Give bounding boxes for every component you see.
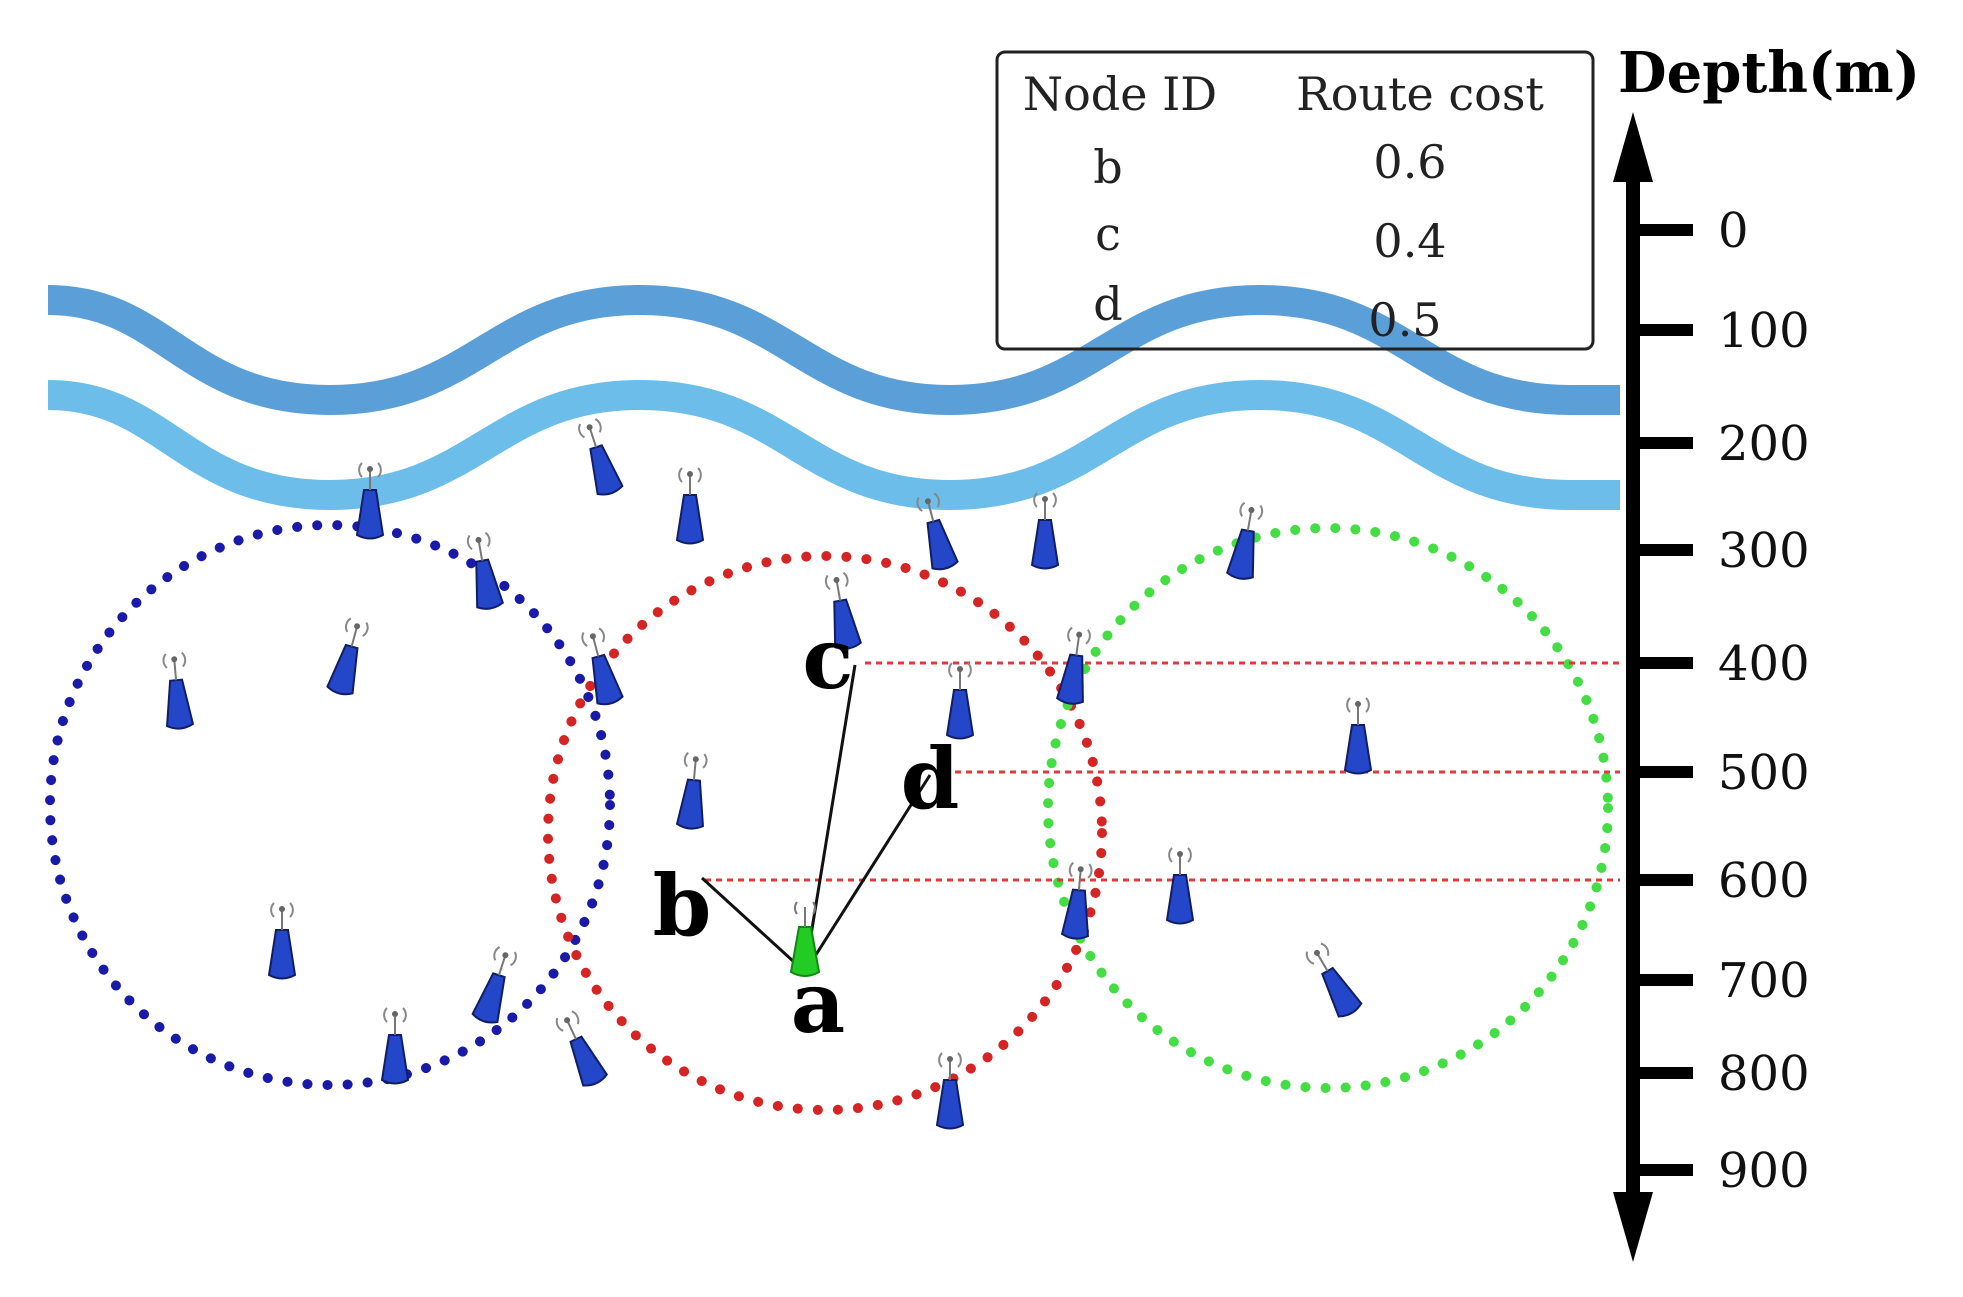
depth-tick-label: 100 xyxy=(1718,303,1810,359)
sensor-buoy-icon xyxy=(267,902,297,980)
arrow-down-icon xyxy=(1613,1192,1653,1262)
sensor-buoy-icon xyxy=(466,531,504,610)
sensor-buoy-icon xyxy=(1055,626,1091,705)
table-cell-id: c xyxy=(1095,207,1121,261)
table-frame xyxy=(995,50,1595,351)
sensor-nodes xyxy=(162,418,1373,1130)
link-a-d xyxy=(803,774,932,973)
route-cost-table: Node ID Route cost b 0.6 c 0.4 d 0.5 xyxy=(995,50,1595,351)
arrow-up-icon xyxy=(1613,112,1653,182)
node-label-c: c xyxy=(802,609,853,708)
surface-wave-top xyxy=(47,284,1620,416)
sensor-buoy-icon xyxy=(555,1010,609,1087)
node-label-d: d xyxy=(901,729,960,828)
sensor-buoy-icon xyxy=(326,617,369,696)
depth-tick-label: 200 xyxy=(1718,416,1810,472)
sensor-buoy-icon xyxy=(380,1007,410,1085)
table-cell-cost: 0.6 xyxy=(1373,135,1446,189)
depth-axis-title: Depth(m) xyxy=(1618,40,1920,106)
range-circle-red xyxy=(543,551,1107,1115)
source-node-icon xyxy=(789,901,821,977)
sensor-buoy-icon xyxy=(675,467,705,545)
depth-tick-label: 500 xyxy=(1718,745,1810,801)
sensor-buoy-icon xyxy=(935,1052,965,1130)
depth-axis: Depth(m) 0 100 200 300 400 500 600 700 800 900 xyxy=(1613,40,1920,1262)
table-cell-id: b xyxy=(1093,140,1122,194)
sensor-buoy-icon xyxy=(355,462,385,540)
sensor-buoy-icon xyxy=(1030,492,1060,570)
range-circle-green xyxy=(1043,523,1613,1093)
table-cell-cost: 0.5 xyxy=(1368,293,1441,347)
table-cell-cost: 0.4 xyxy=(1373,214,1446,268)
depth-tick-label: 400 xyxy=(1718,636,1810,692)
depth-tick-label: 700 xyxy=(1718,953,1810,1009)
sensor-buoy-icon xyxy=(1343,697,1373,775)
sensor-buoy-icon xyxy=(945,662,975,740)
range-circle-blue xyxy=(45,520,615,1090)
depth-tick-label: 800 xyxy=(1718,1046,1810,1102)
sensor-buoy-icon xyxy=(1305,942,1363,1018)
sensor-buoy-icon xyxy=(162,651,195,730)
table-cell-id: d xyxy=(1093,277,1122,331)
sensor-buoy-icon xyxy=(581,627,624,706)
table-header-route-cost: Route cost xyxy=(1296,67,1544,121)
sensor-buoy-icon xyxy=(916,492,959,571)
sensor-buoy-icon xyxy=(675,751,708,830)
depth-tick-label: 0 xyxy=(1718,203,1749,259)
sensor-buoy-icon xyxy=(1060,861,1093,940)
table-header-node-id: Node ID xyxy=(1023,67,1217,121)
link-a-b xyxy=(700,876,807,974)
sensor-buoy-icon xyxy=(471,946,517,1024)
sensor-buoy-icon xyxy=(1165,847,1195,925)
node-label-b: b xyxy=(653,856,712,955)
node-label-a: a xyxy=(791,953,845,1052)
depth-tick-label: 600 xyxy=(1718,853,1810,909)
link-a-c xyxy=(803,664,857,973)
surface-wave-bottom xyxy=(47,379,1620,511)
sensor-buoy-icon xyxy=(1226,501,1264,580)
sensor-buoy-icon xyxy=(578,418,624,496)
depth-tick-label: 300 xyxy=(1718,523,1810,579)
sensor-buoy-icon xyxy=(824,571,862,650)
depth-tick-label: 900 xyxy=(1718,1143,1810,1199)
